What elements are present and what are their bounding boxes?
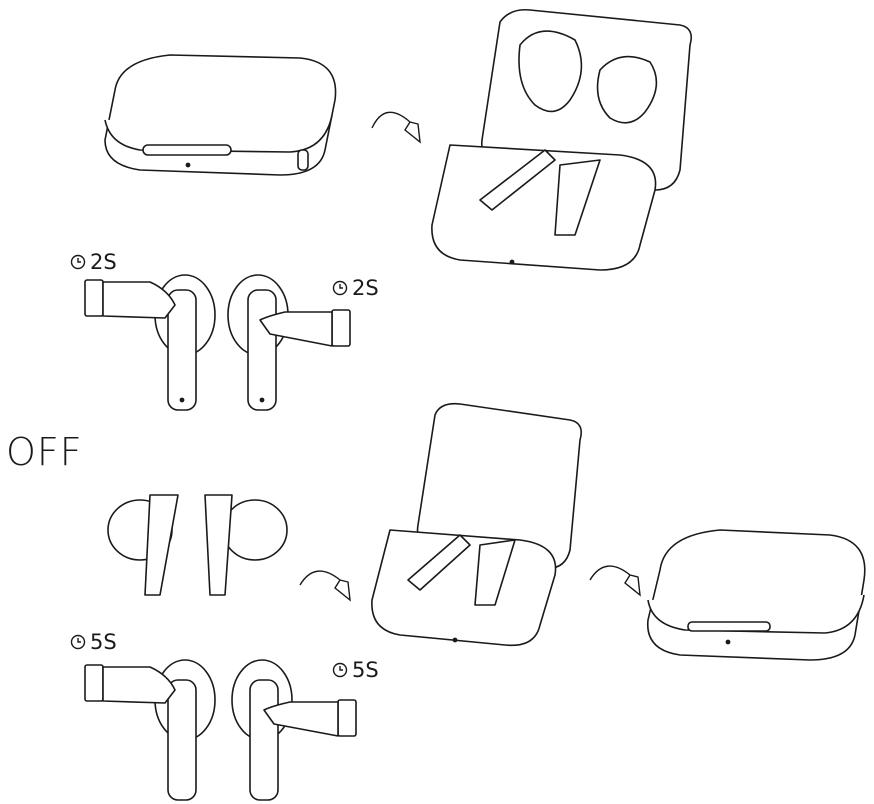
off-section-label: OFF xyxy=(6,430,83,474)
timer-on-right: 2S xyxy=(332,276,379,300)
clock-icon xyxy=(70,634,86,650)
clock-icon xyxy=(332,662,348,678)
timer-off-right: 5S xyxy=(332,658,379,682)
clock-icon xyxy=(70,254,86,270)
timer-on-left: 2S xyxy=(70,250,117,274)
clock-icon xyxy=(332,280,348,296)
timer-off-left: 5S xyxy=(70,630,117,654)
